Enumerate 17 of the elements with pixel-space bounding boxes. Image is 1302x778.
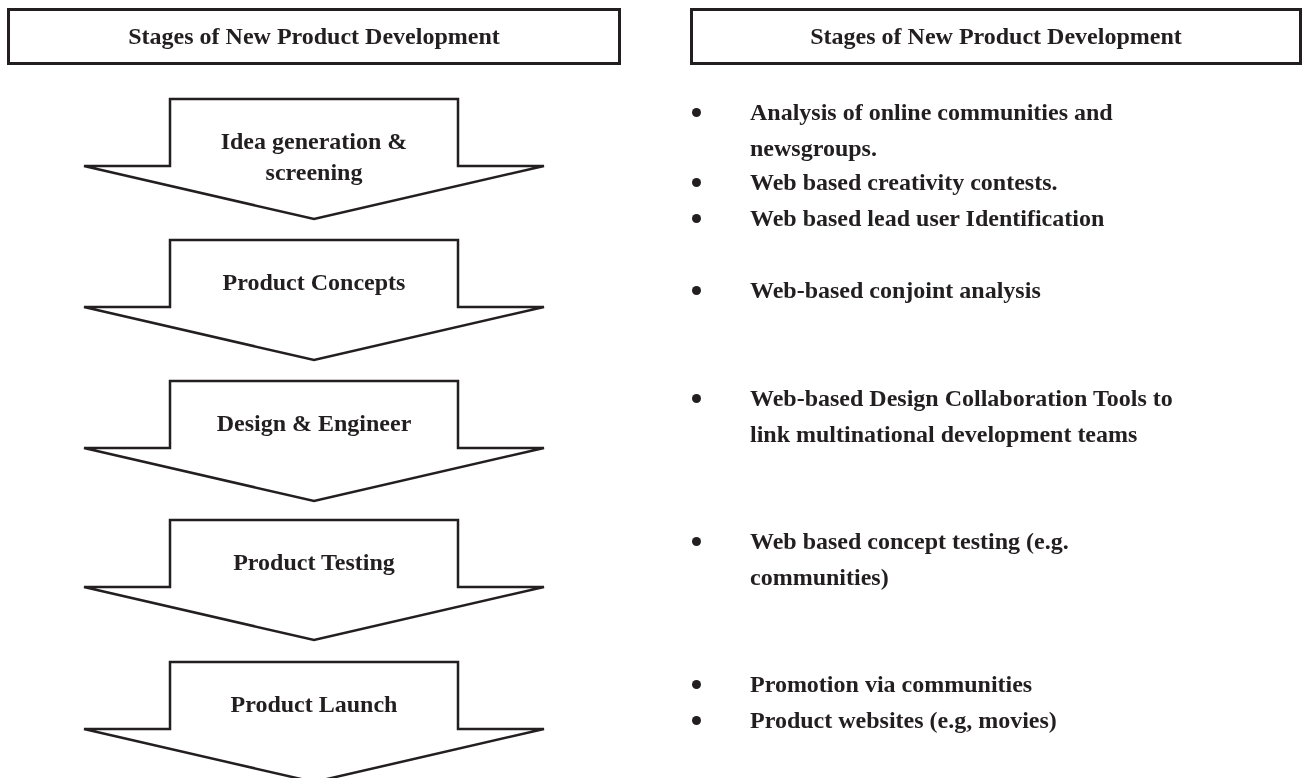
bullet-text: Web based creativity contests.	[750, 168, 1059, 197]
stage-label: Product Launch	[229, 690, 399, 719]
bullet-text: Promotion via communities	[750, 670, 1034, 699]
header-text: Stages of New Product Development	[128, 23, 500, 50]
header-box	[690, 8, 1302, 65]
stage-label: Idea generation & screening	[219, 127, 409, 187]
bullet-text: Product websites (e.g, movies)	[750, 706, 1058, 735]
header-box	[7, 8, 621, 65]
stage-label: Product Concepts	[221, 268, 407, 297]
bullet-text: Web based lead user Identification	[750, 204, 1106, 233]
header-text: Stages of New Product Development	[810, 23, 1182, 50]
stage-label: Product Testing	[232, 548, 396, 577]
bullet-text: Web-based conjoint analysis	[750, 276, 1042, 305]
bullet-text: Analysis of online communities and newsgroups.	[750, 98, 1114, 163]
bullet-text: Web based concept testing (e.g. communities)	[750, 527, 1070, 592]
bullet-text: Web-based Design Collaboration Tools to link multinational development teams	[750, 384, 1174, 449]
stage-label: Design & Engineer	[215, 409, 413, 438]
